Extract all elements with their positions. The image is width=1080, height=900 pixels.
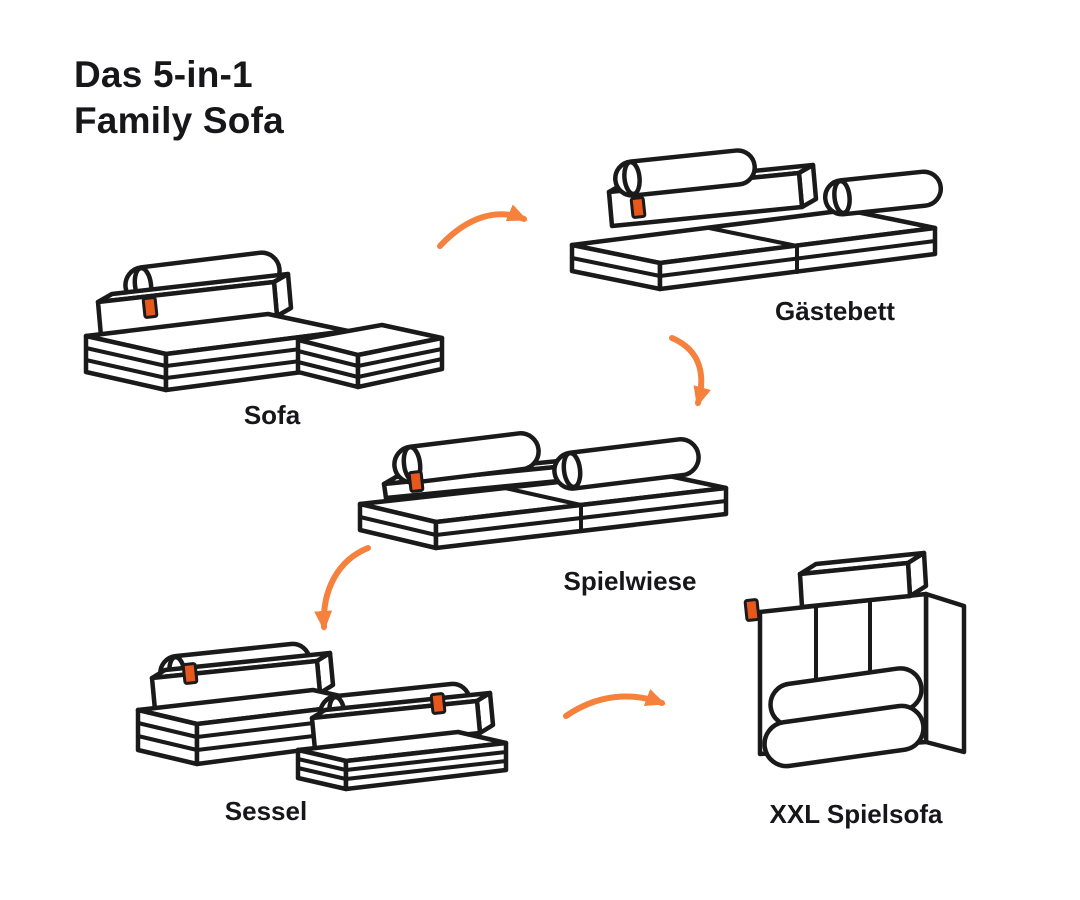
brand-tag-icon <box>743 598 761 622</box>
sessel-illustration <box>135 641 509 792</box>
figure-sofa <box>70 246 450 398</box>
page-title-line1: Das 5-in-1 <box>74 54 253 95</box>
figure-label-xxl-spielsofa: XXL Spielsofa <box>769 799 943 829</box>
xxl-spielsofa-illustration <box>743 550 967 769</box>
arrow-sofa-to-gaestebett-icon <box>437 204 528 249</box>
brand-tag-icon <box>429 692 447 715</box>
brand-tag-icon <box>629 196 647 219</box>
page-title-line2: Family Sofa <box>74 99 284 141</box>
figure-label-gaestebett: Gästebett <box>775 296 895 326</box>
page-title: Das 5-in-1 Family Sofa <box>74 52 284 144</box>
xxl-top-cushion <box>797 550 929 610</box>
spielwiese-mattress <box>357 469 729 551</box>
figure-label-sessel: Sessel <box>224 796 308 826</box>
spielwiese-illustration <box>357 431 729 551</box>
sofa-illustration <box>83 250 445 393</box>
brand-tag-icon <box>181 662 199 685</box>
sessel-chair-right <box>295 681 509 792</box>
brand-tag-icon <box>407 470 425 493</box>
figure-label-spielwiese: Spielwiese <box>563 566 697 596</box>
arrow-sessel-to-xxl-icon <box>563 689 666 719</box>
xxl-front-bumper <box>762 666 926 769</box>
brand-tag-icon <box>141 296 159 319</box>
figure-label-sofa: Sofa <box>243 400 301 430</box>
gaestebett-bolster-left <box>613 148 757 198</box>
figure-spielwiese <box>342 426 740 558</box>
spielwiese-bolster-left <box>392 431 541 485</box>
gaestebett-mattress <box>569 207 938 292</box>
sofa-ottoman <box>295 322 445 390</box>
figure-xxl-spielsofa <box>740 548 977 780</box>
spielwiese-bolster-right <box>552 437 701 491</box>
xxl-side-panel <box>923 591 967 755</box>
gaestebett-bolster-right <box>822 169 944 217</box>
gaestebett-illustration <box>569 148 944 292</box>
figure-gaestebett <box>557 148 949 296</box>
sofa-base <box>83 311 351 393</box>
sofa-backrest <box>95 271 294 339</box>
figure-sessel <box>110 628 512 793</box>
arrow-gaestebett-to-spielwiese-icon <box>669 335 711 407</box>
arrow-spielwiese-to-sessel-icon <box>314 545 371 631</box>
